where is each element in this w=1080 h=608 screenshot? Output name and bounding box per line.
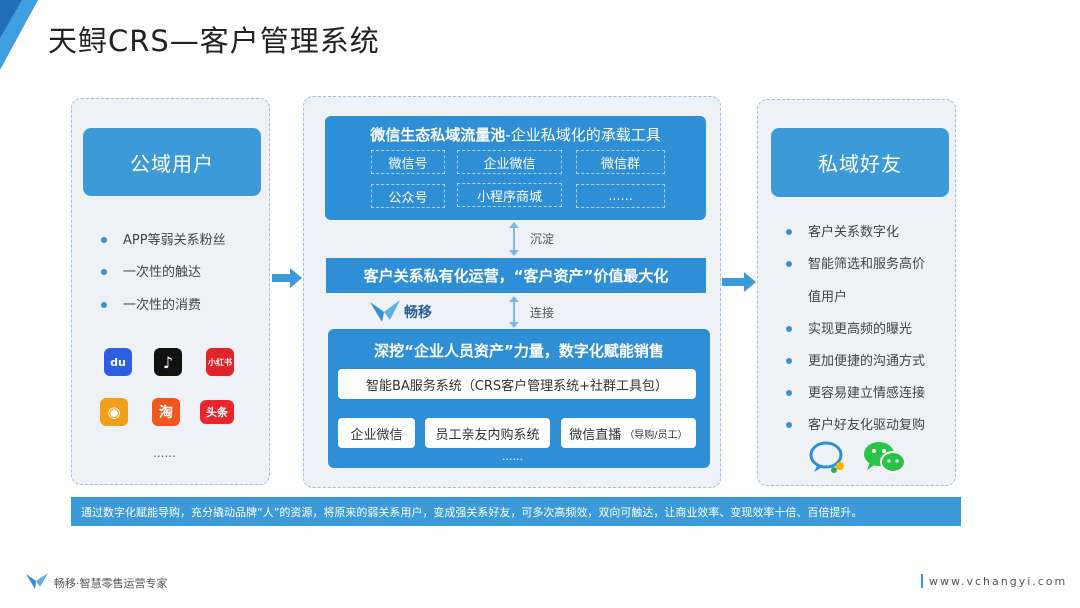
bullet-dot <box>786 260 792 267</box>
cell-more: ...... <box>576 184 665 208</box>
cell-wechat-live: 微信直播（导购/员工） <box>561 418 696 448</box>
baidu-icon: du <box>104 348 132 376</box>
right-bullet-3: 实现更高频的曝光 <box>786 318 912 337</box>
double-arrow-icon <box>509 296 519 328</box>
wecom-icon <box>809 441 844 473</box>
page-number: 10 <box>990 42 1008 58</box>
double-arrow-icon <box>509 222 519 256</box>
cell-official-account: 公众号 <box>371 184 445 208</box>
bullet-dot <box>786 421 792 428</box>
bullet-dot <box>786 357 792 364</box>
wechat-pool-box <box>325 116 706 220</box>
right-bullet-2-cont: 值用户 <box>808 290 848 305</box>
wechat-pool-heading: 微信生态私域流量池-企业私域化的承载工具 <box>370 126 661 144</box>
summary-bar: 通过数字化赋能导购，充分撬动品牌“人”的资源，将原来的弱关系用户，变成强关系好友… <box>71 497 961 526</box>
cell-wecom: 企业微信 <box>457 150 562 174</box>
label-settle: 沉淀 <box>530 232 555 246</box>
bullet-dot <box>786 228 792 235</box>
right-bullet-5: 更容易建立情感连接 <box>786 382 925 401</box>
cell-internal-purchase: 员工亲友内购系统 <box>425 418 550 448</box>
left-bullet-3: 一次性的消费 <box>101 294 201 313</box>
bullet-dot <box>101 301 107 308</box>
xiaohongshu-icon: 小红书 <box>206 348 234 376</box>
changyi-logo-text: 畅移 <box>404 305 432 321</box>
changyi-logo-icon <box>370 300 400 322</box>
public-users-heading: 公域用户 <box>83 128 261 196</box>
cell-wechat-group: 微信群 <box>576 150 665 174</box>
footer-url[interactable]: www.vchangyi.com <box>929 575 1068 588</box>
cell-wechat-account: 微信号 <box>371 150 445 174</box>
footer-divider <box>921 574 923 588</box>
bullet-dot <box>786 389 792 396</box>
douyin-icon: ♪ <box>154 348 182 376</box>
right-bullet-1: 客户关系数字化 <box>786 221 899 240</box>
right-bullet-2: 智能筛选和服务高价 <box>786 253 925 272</box>
right-bullet-6: 客户好友化驱动复购 <box>786 414 925 433</box>
bottom-box-ellipsis: ...... <box>502 450 523 463</box>
private-friends-heading: 私域好友 <box>771 128 949 197</box>
sales-empower-heading: 深挖“企业人员资产”力量，数字化赋能销售 <box>374 342 664 360</box>
bullet-dot <box>101 268 107 275</box>
corner-decoration-dark <box>0 0 22 38</box>
left-bullet-1: APP等弱关系粉丝 <box>101 229 226 248</box>
toutiao-icon: 头条 <box>200 400 234 424</box>
right-bullet-4: 更加便捷的沟通方式 <box>786 350 925 369</box>
arrow-right-icon <box>722 272 756 292</box>
cell-wecom-tool: 企业微信 <box>338 418 415 448</box>
cell-mini-program: 小程序商城 <box>457 183 562 207</box>
bullet-dot <box>101 236 107 243</box>
cell-smart-ba: 智能BA服务系统（CRS客户管理系统+社群工具包） <box>338 369 696 399</box>
left-bullet-2: 一次性的触达 <box>101 261 201 280</box>
label-connect: 连接 <box>530 306 555 320</box>
bullet-dot <box>786 325 792 332</box>
footer-brand: 畅移·智慧零售运营专家 <box>54 577 168 590</box>
weibo-icon: ◉ <box>100 398 128 426</box>
wechat-icon <box>864 442 906 473</box>
arrow-right-icon <box>272 268 302 288</box>
footer-logo-icon <box>26 573 48 589</box>
middle-bar: 客户关系私有化运营，“客户资产”价值最大化 <box>326 258 706 293</box>
taobao-icon: 淘 <box>152 398 180 426</box>
page-title: 天鲟CRS—客户管理系统 <box>48 24 380 58</box>
left-ellipsis: ...... <box>153 446 176 460</box>
